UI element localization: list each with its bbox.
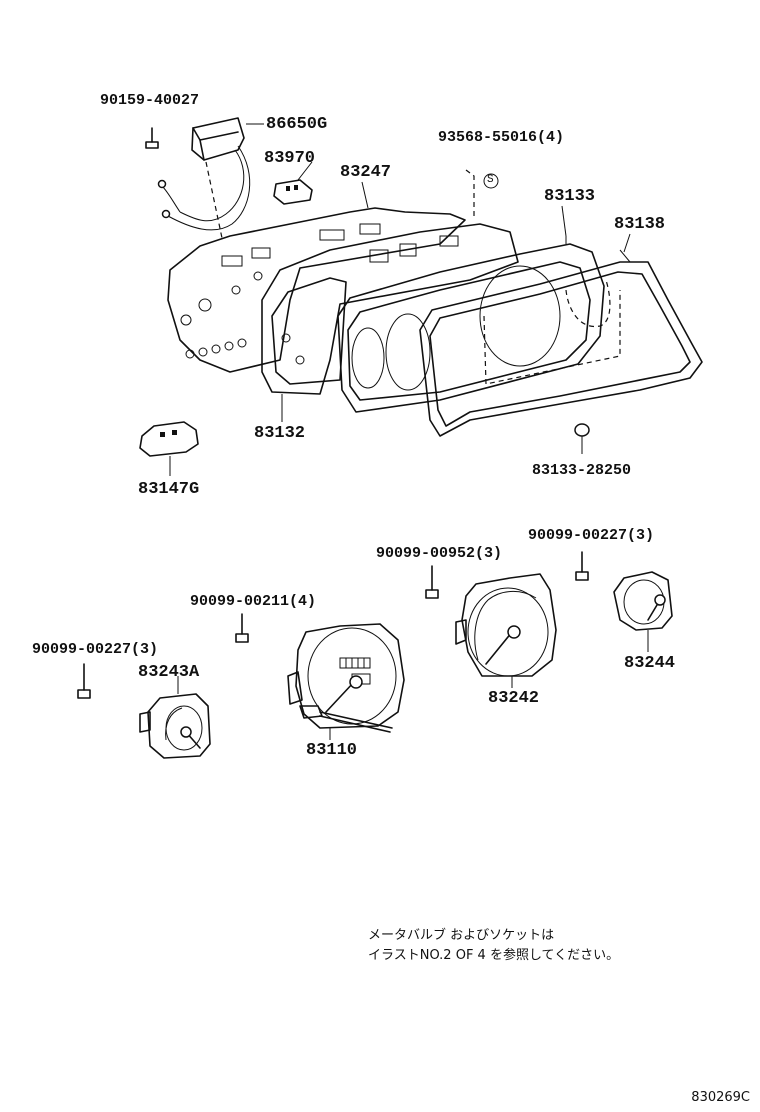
speedometer-83110 <box>287 623 405 740</box>
part-label-83970: 83970 <box>264 149 316 168</box>
bulb-socket-note: メータバルブ およびソケットは イラストNO.2 OF 4 を参照してください。 <box>368 926 619 966</box>
part-label-90099-00211: 90099-00211(4) <box>190 593 317 610</box>
screw-90099-00227-left <box>77 663 91 699</box>
part-label-83133: 83133 <box>544 187 596 206</box>
part-label-83132: 83132 <box>254 424 306 443</box>
note-line-1: メータバルブ およびソケットは <box>368 928 555 943</box>
part-label-83247: 83247 <box>340 163 392 182</box>
meter-case-83133 <box>337 236 605 413</box>
screw-90099-00952 <box>425 565 439 599</box>
tachometer-83242 <box>455 573 557 688</box>
circled-s-mark: S <box>487 174 494 186</box>
knob-83133-28250 <box>574 423 590 454</box>
screw-93568-55016 <box>465 169 499 216</box>
socket-83147g <box>139 421 199 476</box>
screw-90159-40027 <box>145 127 159 149</box>
leader-lines <box>246 123 631 253</box>
part-label-90099-00952: 90099-00952(3) <box>376 545 503 562</box>
part-label-83147g: 83147G <box>138 480 200 499</box>
part-label-90159-40027: 90159-40027 <box>100 92 200 109</box>
part-label-86650g: 86650G <box>266 115 328 134</box>
glass-83138 <box>419 249 703 437</box>
part-label-83244: 83244 <box>624 654 676 673</box>
part-label-83242: 83242 <box>488 689 540 708</box>
figure-code: 830269C <box>691 1090 750 1105</box>
part-label-83243a: 83243A <box>138 663 200 682</box>
part-label-90099-00227-left: 90099-00227(3) <box>32 641 159 658</box>
screw-90099-00227-right <box>575 551 589 581</box>
connector-83970 <box>273 179 313 205</box>
screw-90099-00211 <box>235 613 249 643</box>
module-86650g <box>157 117 251 239</box>
part-label-90099-00227-right: 90099-00227(3) <box>528 527 655 544</box>
part-label-83110: 83110 <box>306 741 358 760</box>
case-back-83132 <box>261 223 519 422</box>
part-label-93568-55016: 93568-55016(4) <box>438 129 565 146</box>
circuit-board-83247 <box>167 207 466 373</box>
part-label-83133-28250: 83133-28250 <box>532 462 632 479</box>
gauge-83243a <box>139 676 211 759</box>
part-label-83138: 83138 <box>614 215 666 234</box>
note-line-2: イラストNO.2 OF 4 を参照してください。 <box>368 948 620 963</box>
gauge-83244 <box>613 571 673 652</box>
